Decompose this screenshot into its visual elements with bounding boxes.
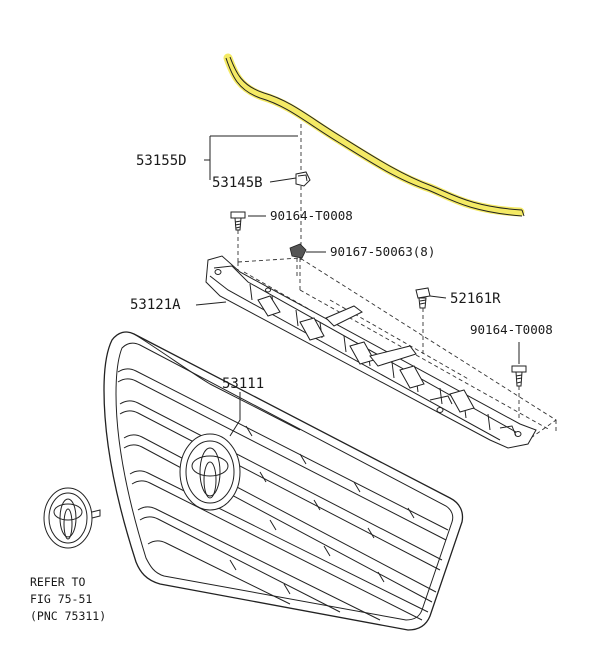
clip-53145b[interactable] <box>295 171 311 187</box>
toyota-emblem-icon[interactable] <box>43 487 101 549</box>
label-53155d: 53155D <box>136 153 187 169</box>
molding-strip-53155d[interactable] <box>223 53 525 217</box>
nut-90167[interactable] <box>289 243 307 259</box>
screw-90164-right[interactable] <box>511 365 527 387</box>
clip-52161r[interactable] <box>415 287 431 309</box>
label-90164-right: 90164-T0008 <box>470 322 553 337</box>
reference-note-line3: (PNC 75311) <box>30 609 106 623</box>
label-53145b: 53145B <box>212 175 263 191</box>
label-53121a: 53121A <box>130 297 181 313</box>
radiator-grille-53111[interactable] <box>103 331 464 631</box>
label-90167: 90167-50063(8) <box>330 244 435 259</box>
label-90164-top: 90164-T0008 <box>270 208 353 223</box>
reference-note-line1: REFER TO <box>30 575 85 589</box>
label-53111: 53111 <box>222 376 264 392</box>
toyota-emblem-on-grille-icon <box>179 433 241 511</box>
reference-note-line2: FIG 75-51 <box>30 592 92 606</box>
label-52161r: 52161R <box>450 291 501 307</box>
screw-90164-top[interactable] <box>230 211 246 231</box>
support-bracket-53121a[interactable] <box>205 255 557 449</box>
